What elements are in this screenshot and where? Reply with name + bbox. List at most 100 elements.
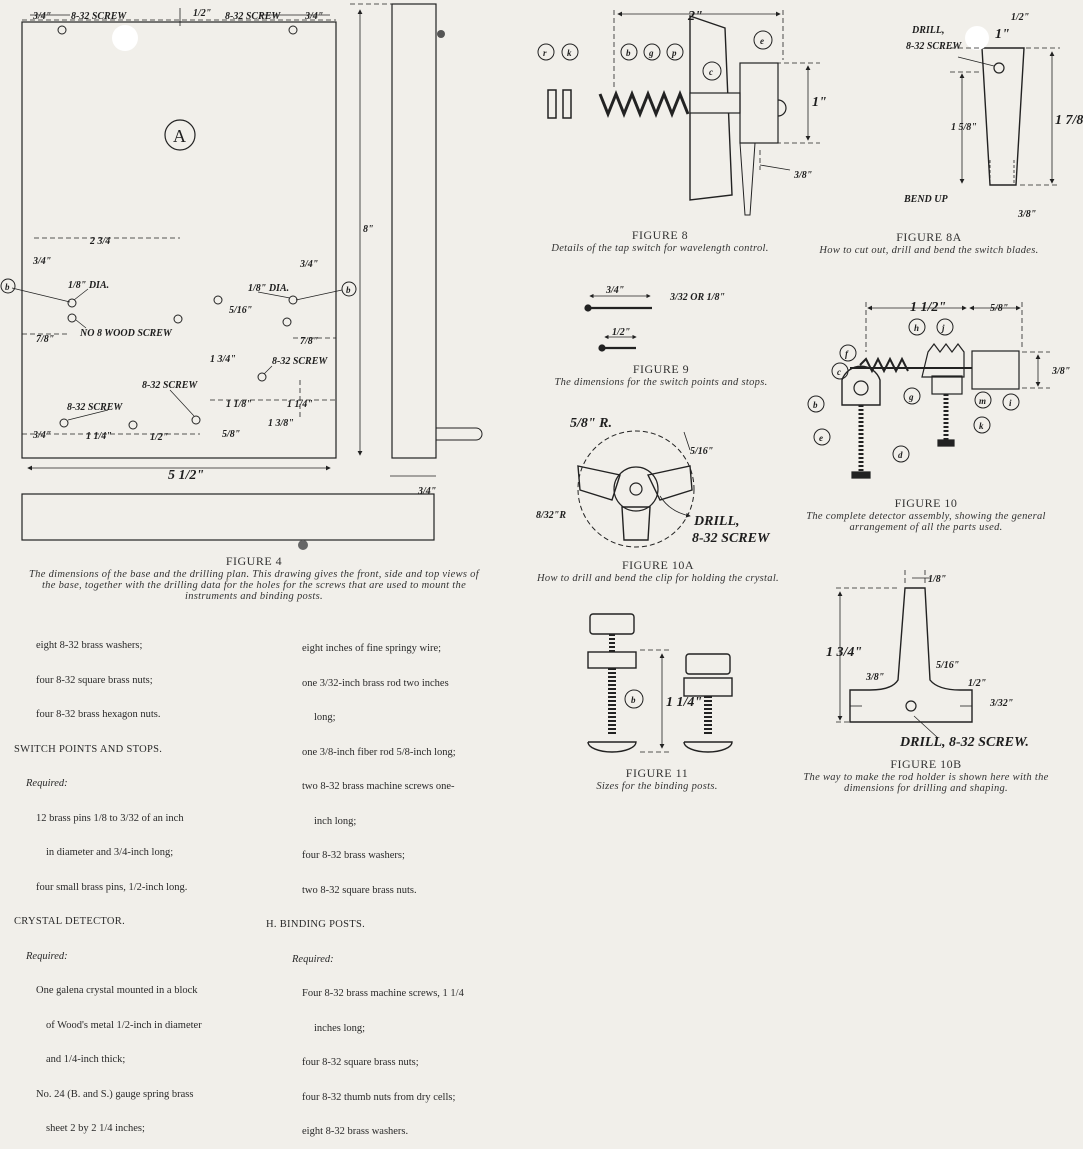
figure-10a-caption: FIGURE 10A How to drill and bend the cli… [530,558,786,584]
dim: 8-32 SCREW [225,11,281,22]
dim: 1 7/8" [1055,113,1083,128]
dim: 3/4" [299,259,318,270]
dim: 3/8" [865,672,884,683]
list-item: sheet 2 by 2 1/4 inches; [46,1123,145,1134]
dim: 3/4" [32,256,51,267]
figure-title: FIGURE 10 [894,496,958,510]
dim: 3/8" [1051,366,1070,377]
dim: 8-32 SCREW [692,531,771,546]
switch-knob [739,62,779,144]
dim: 1" [995,27,1010,42]
letter: b [626,48,631,58]
figure-10b-drawing [836,570,973,739]
dim: 1/2" [968,678,986,689]
list-item: four 8-32 brass washers; [302,850,405,861]
figure-9-caption: FIGURE 9 The dimensions for the switch p… [535,362,787,388]
figure-10-drawing [807,302,1050,479]
dim: NO 8 WOOD SCREW [79,328,173,339]
dim: 1 5/8" [951,122,977,133]
dim: 2 3/4 [89,236,110,247]
dim: 1 1/4" [86,431,112,442]
dim: 3/4" [417,486,436,497]
list-item: two 8-32 brass machine screws one- [302,781,455,792]
letter: k [979,421,984,431]
figure-title: FIGURE 10A [621,558,694,572]
dim: 1 1/8" [226,399,252,410]
list-item: 12 brass pins 1/8 to 3/32 of an inch [36,812,184,824]
section-heading: CRYSTAL DETECTOR. [14,916,126,927]
list-subheading: Required: [26,950,68,962]
list-item: one 3/8-inch fiber rod 5/8-inch long; [302,746,456,758]
dim: DRILL, 8-32 SCREW. [899,735,1029,750]
figure-title: FIGURE 8 [631,228,689,242]
dim: 3/8" [1017,209,1036,220]
base-front-view [21,493,435,541]
dim: 1/8" [928,574,946,585]
figure-8-caption: FIGURE 8 Details of the tap switch for w… [535,228,785,254]
dim: 5/8" [222,429,240,440]
dim: 8" [363,224,374,235]
figure-description: The complete detector assembly, showing … [806,511,1046,533]
figure-4-caption: FIGURE 4 The dimensions of the base and … [24,554,484,602]
thumb-nut-right [685,653,731,675]
dim: 7/8" [300,336,318,347]
dim: 8-32 SCREW [67,402,123,413]
figure-title: FIGURE 10B [890,757,962,771]
dim: BEND UP [903,194,949,205]
dim: 5/8" [990,303,1008,314]
list-item: inches long; [314,1022,366,1034]
fiber-rod [971,350,1020,390]
list-item: long; [314,712,336,723]
dim: 3/32" [989,698,1013,709]
figure-description: The dimensions of the base and the drill… [29,569,479,602]
letter: j [940,323,945,333]
dim: 3/32 OR 1/8" [669,292,725,303]
dim: 1 1/4" [666,695,702,710]
letter: r [543,48,547,58]
list-item: in diameter and 3/4-inch long; [46,847,174,858]
list-item: four 8-32 square brass nuts; [302,1057,419,1068]
dim: 3/4" [304,11,323,22]
letter: c [837,367,841,377]
list-item: four 8-32 square brass nuts; [36,674,153,686]
list-item: of Wood's metal 1/2-inch in diameter [46,1019,202,1031]
base-top-view [21,21,337,459]
dim: DRILL, [911,25,945,36]
label-a: A [173,126,186,146]
dim: 1 1/2" [910,300,946,315]
dim: 1 3/4" [210,354,236,365]
list-item: eight 8-32 brass washers. [302,1126,409,1137]
figure-description: How to cut out, drill and bend the switc… [819,245,1039,256]
figure-description: How to drill and bend the clip for holdi… [537,573,779,584]
figure-title: FIGURE 8A [896,230,962,244]
section-heading: H. BINDING POSTS. [266,919,366,930]
switch-blade [981,47,1025,186]
figure-10a-drawing [577,430,695,548]
figure-8a-caption: FIGURE 8A How to cut out, drill and bend… [800,230,1058,256]
letter: e [819,433,823,443]
list-subheading: Required: [26,778,68,789]
letter: e [760,36,764,46]
figure-description: Details of the tap switch for wavelength… [551,243,769,254]
switch-shaft [689,92,741,114]
spring-coil [598,89,690,119]
list-item: No. 24 (B. and S.) gauge spring brass [36,1088,194,1100]
dim: 7/8" [36,334,54,345]
figure-description: The dimensions for the switch points and… [554,377,768,388]
list-item: one 3/32-inch brass rod two inches [302,677,449,689]
letter: b [631,695,636,705]
letter: g [648,48,654,58]
figure-11-caption: FIGURE 11 Sizes for the binding posts. [566,766,748,792]
dim: 1/8" DIA. [68,280,109,291]
dim: DRILL, [693,514,740,529]
punch-hole [112,25,138,51]
figure-8-drawing [537,10,820,216]
list-item: inch long; [314,815,357,827]
list-subheading: Required: [292,953,334,965]
panel-section [689,15,733,201]
figure-4-drawing [0,3,483,550]
section-heading: SWITCH POINTS AND STOPS. [14,743,163,755]
drawing-sheet: 3/4" 8-32 SCREW 1/2" 8-32 SCREW 3/4" A 8… [0,3,1083,753]
figure-9-drawing [584,293,652,352]
dim: 8-32 SCREW [272,356,328,367]
